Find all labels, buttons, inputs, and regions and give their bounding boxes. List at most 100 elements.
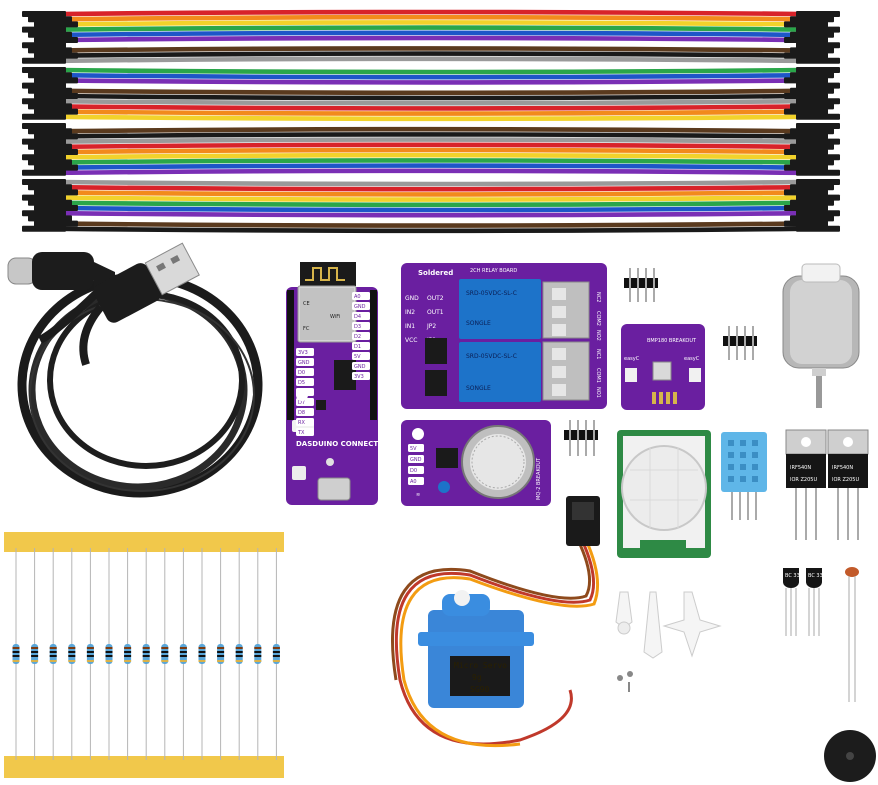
jumper-connector [34, 93, 78, 99]
resistor-band [86, 647, 94, 649]
resistor-band [86, 651, 94, 653]
jumper-wire [59, 20, 801, 27]
jumper-connector [34, 189, 78, 196]
screw-terminals [542, 281, 590, 401]
pir-motion-sensor [617, 430, 711, 558]
svg-text:CE: CE [303, 301, 310, 307]
pin-label: D1 [354, 344, 361, 350]
jumper-connector [796, 82, 840, 89]
pin-label-box [408, 466, 424, 474]
relay-2: SRD-05VDC-SL-C SONGLE [459, 279, 541, 339]
relay-board-title: 2CH RELAY BOARD [470, 268, 517, 274]
jumper-connector [790, 128, 834, 135]
jumper-connector [28, 159, 72, 166]
jumper-connector [790, 87, 834, 94]
resistor-band [68, 655, 76, 657]
resistor-band [272, 651, 280, 653]
jumper-connector [790, 31, 834, 38]
resistor-band [161, 660, 169, 662]
jumper-connector [796, 194, 840, 201]
pin-label-box [296, 358, 314, 366]
resistor-band [49, 647, 57, 649]
pin-label: GND [298, 360, 310, 366]
dht11-sensor [721, 432, 767, 520]
pin-label-box [352, 362, 370, 370]
jumper-connector [790, 16, 834, 23]
jumper-connector [34, 149, 78, 155]
jumper-wire [59, 221, 801, 228]
easyc-left-label: easyC [624, 356, 640, 362]
relay-pin-label: IN1 [405, 323, 415, 330]
jumper-connector [34, 133, 78, 140]
jumper-connector [784, 189, 828, 196]
resistor-band [179, 660, 187, 662]
header-pins-3 [564, 420, 598, 456]
jumper-connector [784, 149, 828, 155]
jumper-wire [59, 184, 801, 192]
resistor-band [31, 651, 39, 653]
pin-label-box [296, 418, 314, 426]
jumper-connector [790, 159, 834, 166]
jumper-wire [59, 158, 801, 165]
jumper-connector [796, 225, 840, 232]
pin-label-box [408, 477, 424, 485]
easyc-right-label: easyC [684, 356, 700, 362]
resistor-band [235, 660, 243, 662]
relay-pin-label: OUT1 [427, 309, 444, 316]
resistor-band [198, 655, 206, 657]
jumper-wire [59, 56, 801, 64]
jumper-connector [22, 57, 66, 64]
svg-text:FC: FC [303, 326, 310, 332]
resistor-band [198, 647, 206, 649]
jumper-connector [34, 37, 78, 43]
mosfet-1-label: IRF540N [790, 465, 811, 471]
jumper-wire [59, 132, 801, 139]
jumper-connector [784, 133, 828, 140]
jumper-connector [28, 47, 72, 54]
jumper-connector [22, 194, 66, 201]
jumper-connector [790, 143, 834, 150]
jumper-connector [784, 164, 828, 171]
jumper-connector [790, 199, 834, 206]
right-header-pins [370, 290, 377, 420]
jumper-wire [59, 114, 801, 122]
pin-label-box [352, 322, 370, 330]
jumper-wire [59, 30, 801, 38]
jumper-wire [59, 142, 801, 150]
resistor-band [217, 647, 225, 649]
jumper-wire [59, 83, 801, 90]
jumper-wire [59, 200, 801, 208]
usb-cable [7, 242, 263, 498]
bmp180-title: BMP180 BREAKOUT [647, 338, 697, 344]
resistor-band [142, 655, 150, 657]
jumper-wire [59, 216, 801, 223]
resistor-band [272, 660, 280, 662]
resistor-band [31, 647, 39, 649]
resistor-band [49, 651, 57, 653]
mq-title: MQ-2 BREAKOUT [536, 457, 542, 500]
jumper-connector [28, 103, 72, 110]
jumper-connector [22, 123, 66, 129]
header-pins-2 [723, 326, 757, 360]
resistor-band [198, 660, 206, 662]
jumper-connector [28, 72, 72, 79]
usb-a-plug [79, 242, 200, 366]
jumper-connector [22, 113, 66, 120]
relay-1-brand: SONGLE [466, 385, 491, 392]
pin-label-box [296, 348, 314, 356]
jumper-connector [796, 179, 840, 185]
jumper-connector [784, 21, 828, 28]
jumper-wire [59, 210, 801, 218]
resistor-band [161, 647, 169, 649]
pin-label-box [352, 312, 370, 320]
pin-label-box [296, 408, 314, 416]
jumper-wire [59, 179, 801, 187]
jumper-connector [22, 179, 66, 185]
transistor-1: BC 337 [783, 568, 803, 636]
jumper-connector [34, 21, 78, 28]
resistor-band [49, 655, 57, 657]
mq-logo-icon [412, 428, 424, 440]
resistor-band [124, 655, 132, 657]
resistor-band [272, 647, 280, 649]
